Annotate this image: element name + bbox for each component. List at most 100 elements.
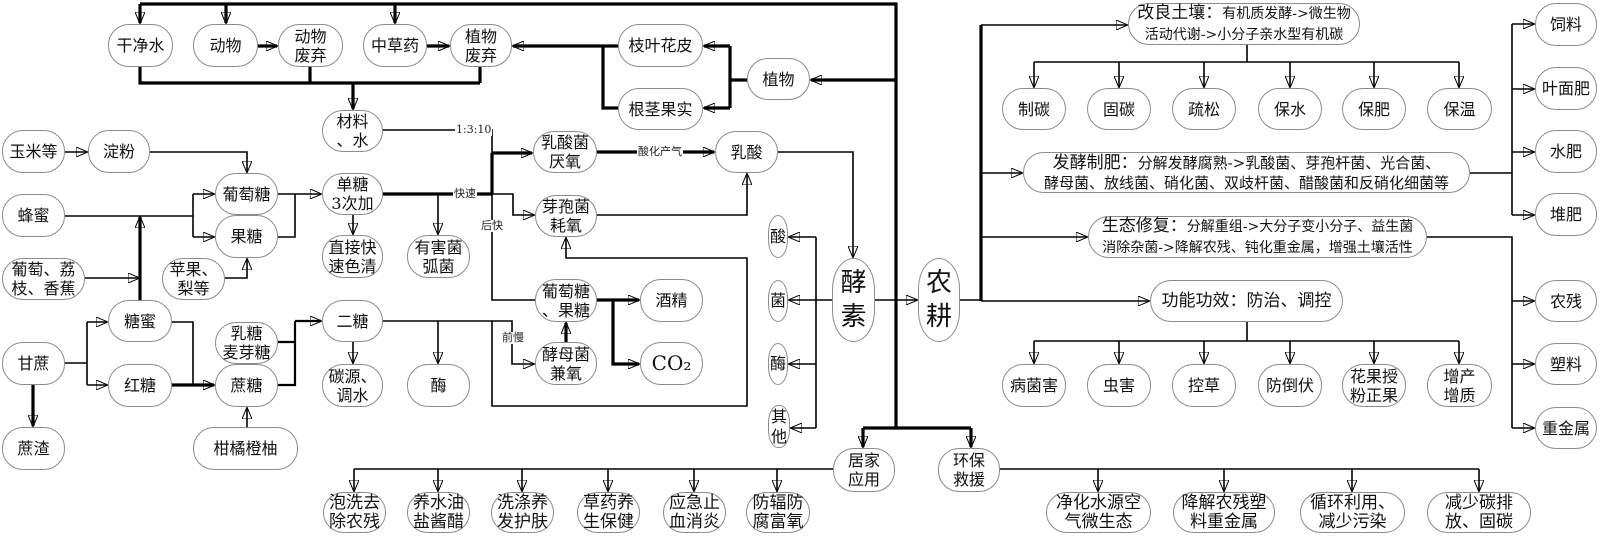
edge-label-early-slow: 前慢 — [501, 331, 525, 344]
node-label: 葡萄糖 — [222, 184, 271, 204]
node-grape-lychee-banana: 葡萄、荔 枝、香蕉 — [2, 258, 85, 300]
node-label: 花果授 粉正果 — [1349, 366, 1398, 405]
node-label: 养水油 盐酱醋 — [413, 492, 464, 532]
node-label: 虫害 — [1102, 376, 1135, 395]
node-enzyme: 酶 — [768, 343, 788, 385]
node-branches-leaves: 枝叶花皮 — [618, 24, 703, 67]
node-eco-rescue: 环保 救援 — [938, 448, 1000, 492]
node-label-wrap: 生态修复：分解重组->大分子变小分子、益生菌 消除杂菌->降解农残、钝化重金属，… — [1102, 216, 1413, 258]
node-molasses: 糖蜜 — [108, 300, 172, 342]
node-bacteria: 菌 — [768, 280, 788, 322]
node-glucose-fructose: 葡萄糖 、果糖 — [535, 279, 597, 322]
soil-effects-bus — [1034, 45, 1459, 63]
node-label: 增产 增质 — [1443, 366, 1476, 405]
node-label: 保水 — [1273, 99, 1306, 119]
arrow-lactic-acid-to-enzyme — [778, 151, 853, 257]
enzyme-products-line — [815, 237, 832, 428]
node-sugarcane: 甘蔗 — [2, 342, 65, 385]
top-bus-line — [140, 2, 898, 428]
node-label: 根茎果实 — [628, 99, 693, 119]
node-plant: 植物 — [747, 58, 810, 100]
node-label: 酒精 — [655, 291, 688, 310]
node-carbon-source: 碳源、 调水 — [322, 364, 383, 407]
node-disaccharide: 二糖 — [322, 300, 383, 342]
node-bagasse: 蔗渣 — [2, 427, 65, 470]
node-label: 蔗糖 — [230, 376, 263, 395]
node-label: 二糖 — [336, 311, 369, 331]
home-use-item: 防辐防 腐富氧 — [746, 492, 810, 533]
ecology-target-item: 重金属 — [1535, 407, 1597, 449]
node-lactobacillus: 乳酸菌 厌氧 — [533, 131, 597, 173]
node-label: 应急止 血消炎 — [669, 492, 720, 532]
node-label: 芽孢菌 耗氧 — [541, 197, 590, 235]
arrow-to-co2 — [611, 300, 639, 364]
node-direct-fast: 直接快 速色清 — [322, 235, 383, 278]
node-label: 乳酸 — [730, 142, 763, 162]
node-label: 植物 — [762, 69, 795, 89]
node-label: 农 耕 — [925, 268, 952, 332]
node-label: 菌 — [769, 291, 786, 310]
node-acid: 酸 — [768, 215, 788, 258]
node-plant-waste: 植物 废弃 — [450, 24, 512, 67]
node-label: 水肥 — [1549, 142, 1582, 161]
node-clean-water: 干净水 — [108, 24, 173, 67]
ecology-target-item: 塑料 — [1535, 343, 1597, 385]
node-glucose: 葡萄糖 — [215, 173, 278, 215]
node-yeast: 酵母菌 兼氧 — [535, 342, 597, 385]
node-co2: CO₂ — [640, 342, 703, 385]
node-label: 酵母菌 兼氧 — [541, 344, 590, 383]
node-label: 叶面肥 — [1541, 79, 1590, 98]
node-lactic-acid: 乳酸 — [715, 131, 778, 173]
edge-label-ratio: 1:3:10 — [455, 123, 493, 136]
home-use-item: 洗涤养 发护肤 — [491, 492, 554, 533]
node-home-use: 居家 应用 — [833, 448, 895, 492]
node-label: 有害菌 弧菌 — [414, 237, 463, 276]
node-honey: 蜂蜜 — [2, 194, 65, 237]
node-label: 功能功效：防治、调控 — [1161, 290, 1332, 311]
node-citrus: 柑橘橙柚 — [193, 427, 298, 470]
node-label: 洗涤养 发护肤 — [497, 492, 548, 532]
soil-effect-item: 保肥 — [1342, 88, 1406, 130]
node-roots-fruits: 根茎果实 — [618, 88, 703, 130]
node-lactose-maltose: 乳糖 麦芽糖 — [215, 322, 278, 364]
node-label-wrap: 发酵制肥：分解发酵腐熟->乳酸菌、芽孢杆菌、光合菌、 酵母菌、放线菌、硝化菌、双… — [1044, 153, 1449, 193]
node-label: 制碳 — [1017, 99, 1050, 119]
node-label: 塑料 — [1549, 354, 1582, 374]
node-label: 酶 — [769, 354, 786, 373]
node-label: 玉米等 — [9, 142, 58, 161]
node-label: 饲料 — [1549, 15, 1582, 34]
molasses-to-sucrose-line — [172, 321, 194, 385]
fertilizer-type-item: 饲料 — [1535, 3, 1597, 46]
node-label: 苹果、 梨等 — [169, 260, 218, 298]
node-starch: 淀粉 — [88, 130, 150, 173]
node-label: 乳酸菌 厌氧 — [540, 133, 589, 171]
node-harmful-bacteria: 有害菌 弧菌 — [407, 235, 470, 278]
node-label: 材料 、水 — [336, 112, 369, 150]
node-label: 淀粉 — [102, 142, 135, 161]
plant-split-line — [728, 46, 747, 108]
function-effect-item: 虫害 — [1087, 364, 1151, 407]
soil-effect-item: 保温 — [1427, 88, 1492, 130]
node-label: 柑橘橙柚 — [213, 439, 278, 458]
lactose-sucrose-merge-line — [278, 321, 297, 387]
edge-label-fast: 快速 — [453, 187, 477, 200]
ecology-target-item: 农残 — [1535, 280, 1597, 322]
node-label: 酸 — [769, 226, 786, 246]
node-label: 蔗渣 — [17, 439, 50, 458]
node-label: 固碳 — [1102, 99, 1135, 119]
function-effect-item: 花果授 粉正果 — [1342, 364, 1406, 407]
glucose-fructose-merge-line — [278, 193, 296, 238]
node-label: 堆肥 — [1549, 205, 1582, 224]
node-material-water: 材料 、水 — [322, 110, 383, 152]
node-fermentation-fertilizer: 发酵制肥：分解发酵腐熟->乳酸菌、芽孢杆菌、光合菌、 酵母菌、放线菌、硝化菌、双… — [1023, 152, 1470, 193]
node-label: 糖蜜 — [123, 311, 156, 331]
node-label: 保肥 — [1357, 99, 1390, 119]
node-label: 动物 废弃 — [294, 26, 327, 65]
node-label: 防倒伏 — [1265, 376, 1314, 395]
eco-use-item: 循环利用、 减少污染 — [1300, 492, 1405, 533]
node-function-effect: 功能功效：防治、调控 — [1150, 280, 1343, 322]
arrow-bacillus-to-lactic-acid — [597, 174, 747, 216]
node-label: 减少碳排 放、固碳 — [1445, 492, 1513, 532]
node-label: 甘蔗 — [17, 354, 50, 373]
